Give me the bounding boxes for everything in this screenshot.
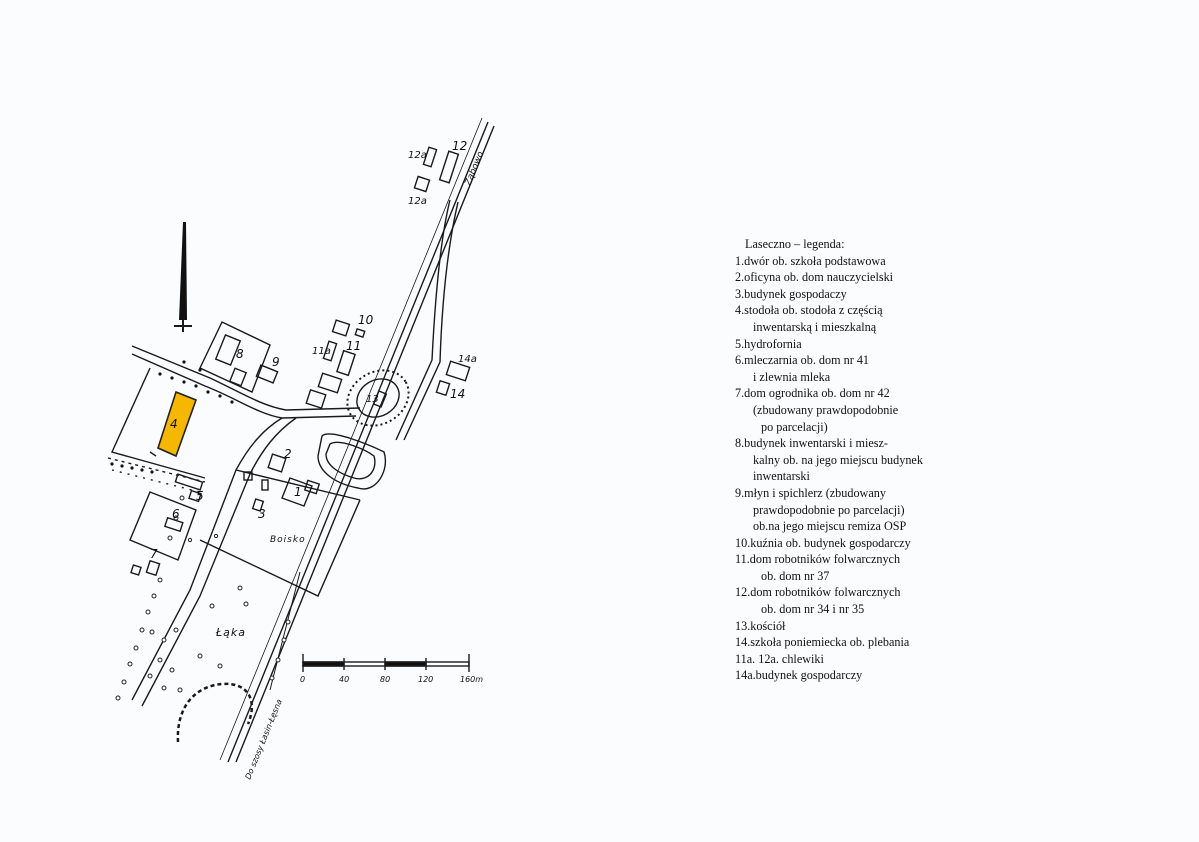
building-4-highlight bbox=[157, 390, 198, 458]
legend-line: 3.budynek gospodaczy bbox=[735, 286, 847, 301]
legend-line: 7.dom ogrodnika ob. dom nr 42 bbox=[735, 386, 890, 401]
label-4: 4 bbox=[170, 417, 178, 431]
scale-tick-80: 80 bbox=[380, 675, 390, 684]
legend-line: 14a.budynek gospodarczy bbox=[735, 668, 863, 683]
park-boundary bbox=[176, 682, 253, 743]
label-9: 9 bbox=[272, 355, 280, 369]
building-1 bbox=[281, 477, 321, 507]
label-11a: 11a bbox=[312, 346, 331, 357]
scale-tick-160m: 160m bbox=[460, 675, 483, 684]
legend-line: kalny ob. na jego miejscu budynek bbox=[753, 452, 923, 467]
label-12: 12 bbox=[452, 139, 467, 153]
building-14a bbox=[445, 360, 471, 382]
legend-line: 12.dom robotników folwarcznych bbox=[735, 585, 901, 600]
building-11 bbox=[305, 349, 356, 410]
building-11a bbox=[322, 340, 338, 362]
label-13: 13 bbox=[366, 394, 379, 405]
scale-tick-0: 0 bbox=[300, 675, 305, 684]
label-boisko: Boisko bbox=[270, 535, 306, 545]
building-6 bbox=[129, 491, 197, 561]
legend-title: Laseczno – legenda: bbox=[745, 237, 845, 251]
legend-line: 4.stodoła ob. stodoła z częścią bbox=[735, 303, 883, 318]
side-road bbox=[395, 199, 451, 441]
legend-line: 2.oficyna ob. dom nauczycielski bbox=[735, 270, 894, 285]
building-9 bbox=[255, 364, 279, 384]
legend-line: 1.dwór ob. szkoła podstawowa bbox=[735, 253, 886, 268]
label-7: 7 bbox=[150, 547, 158, 561]
label-12a-bottom: 12a bbox=[408, 196, 427, 207]
building-2 bbox=[243, 453, 287, 491]
legend-line: prawdopodobnie po parcelacji) bbox=[753, 502, 905, 517]
scale-tick-120: 120 bbox=[418, 675, 433, 684]
north-arrow-icon bbox=[174, 222, 192, 332]
legend-line: 11a. 12a. chlewiki bbox=[735, 651, 824, 666]
church-13 bbox=[346, 369, 410, 427]
label-3: 3 bbox=[258, 507, 266, 521]
building-8 bbox=[199, 321, 271, 393]
legend-line: i zlewnia mleka bbox=[753, 369, 831, 384]
west-road bbox=[131, 345, 361, 411]
legend-line: (zbudowany prawdopodobnie bbox=[753, 402, 899, 417]
label-1: 1 bbox=[294, 485, 302, 499]
building-12a bbox=[413, 146, 438, 193]
legend-line: ob. dom nr 34 i nr 35 bbox=[761, 602, 865, 617]
legend-line: 5.hydrofornia bbox=[735, 336, 802, 351]
building-14 bbox=[435, 379, 451, 397]
legend-line: 9.młyn i spichlerz (zbudowany bbox=[735, 485, 886, 500]
building-12 bbox=[438, 150, 460, 184]
legend-line: 13.kościół bbox=[735, 618, 786, 633]
scale-tick-40: 40 bbox=[339, 675, 349, 684]
scale-bar bbox=[302, 654, 470, 672]
label-6: 6 bbox=[172, 507, 180, 521]
building-10 bbox=[331, 319, 366, 338]
label-12a-top: 12a bbox=[408, 150, 427, 161]
legend-line: 11.dom robotników folwarcznych bbox=[735, 552, 901, 567]
legend-line: 6.mleczarnia ob. dom nr 41 bbox=[735, 353, 870, 368]
pond-enclosure bbox=[317, 433, 386, 490]
legend-line: ob.na jego miejscu remiza OSP bbox=[753, 519, 907, 534]
label-laka: Łąka bbox=[215, 626, 246, 639]
label-5: 5 bbox=[196, 489, 204, 503]
label-14a: 14a bbox=[458, 354, 477, 365]
label-8: 8 bbox=[236, 347, 244, 361]
legend-line: 8.budynek inwentarski i miesz- bbox=[735, 436, 888, 451]
building-3 bbox=[251, 498, 265, 512]
legend-line: 10.kuźnia ob. budynek gospodarczy bbox=[735, 535, 911, 550]
label-2: 2 bbox=[284, 447, 292, 461]
label-14: 14 bbox=[450, 387, 465, 401]
legend-line: po parcelacji) bbox=[761, 419, 828, 434]
legend-line: inwentarską i mieszkalną bbox=[753, 319, 877, 334]
map-legend: Laseczno – legenda: 1.dwór ob. szkoła po… bbox=[735, 236, 1035, 684]
legend-line: inwentarski bbox=[753, 469, 810, 484]
legend-line: ob. dom nr 37 bbox=[761, 568, 830, 583]
building-5 bbox=[174, 473, 204, 503]
building-7 bbox=[130, 559, 161, 577]
label-10: 10 bbox=[358, 313, 374, 327]
legend-line: 14.szkoła poniemiecka ob. plebania bbox=[735, 635, 910, 650]
label-11: 11 bbox=[346, 339, 361, 353]
